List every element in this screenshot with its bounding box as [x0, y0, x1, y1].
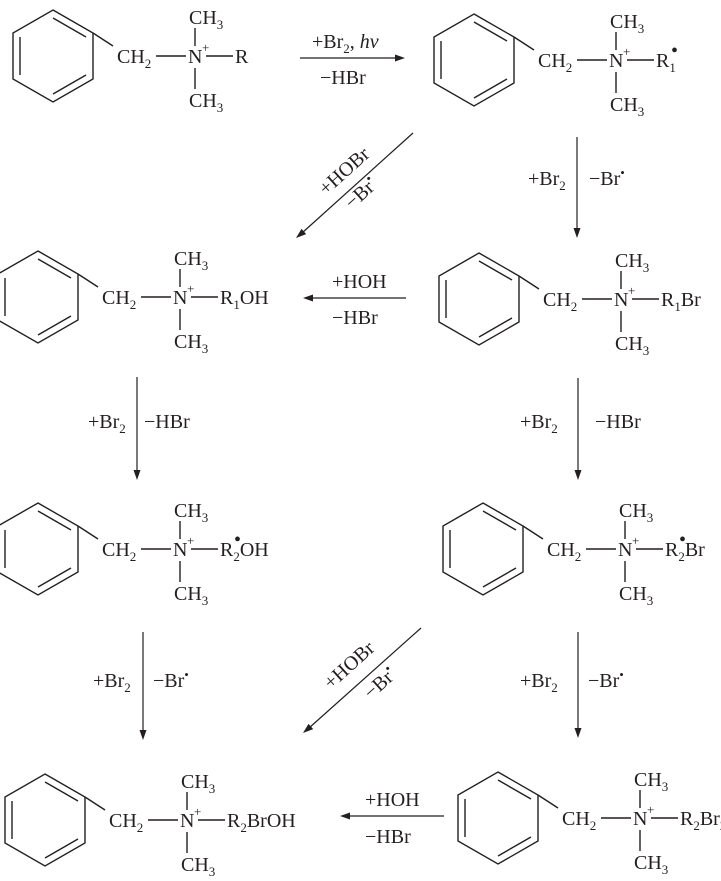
reagent-left: +Br2 [88, 411, 126, 436]
reaction-arrow-bromination-light: +Br2, hν −HBr [300, 31, 405, 89]
ch2-label: CH2 [547, 539, 581, 564]
byproduct-bottom: −Br• [358, 661, 401, 704]
positive-charge: + [647, 802, 654, 817]
methyl-bottom-label: CH3 [181, 854, 215, 879]
methyl-bottom-label: CH3 [610, 94, 644, 119]
r-group-label: R2Br2 [680, 808, 721, 833]
molecule-r2-bromohydrin: CH2 N + CH3 CH3 R2BrOH [5, 771, 296, 879]
nitrogen-label: N [173, 539, 187, 561]
byproduct-right: −HBr [144, 411, 190, 433]
methyl-top-label: CH3 [619, 500, 653, 525]
radical-dot: • [679, 529, 686, 551]
byproduct-right: −Br• [153, 667, 189, 692]
r-group-label: R2OH [220, 539, 269, 564]
reaction-arrow-hypobromous-addition-2: +HOBr −Br• [303, 627, 422, 733]
r-group-label: R1Br [661, 289, 701, 314]
ch2-label: CH2 [102, 287, 136, 312]
ch2-label: CH2 [543, 289, 577, 314]
molecule-r2-radical-bromide: CH2 N + CH3 CH3 R2Br • [443, 500, 705, 608]
methyl-bottom-label: CH3 [634, 852, 668, 877]
r-group-label: R1OH [220, 287, 269, 312]
molecule-r2-radical-hydroxyl: CH2 N + CH3 CH3 R2OH • [0, 500, 269, 608]
ch2-label: CH2 [102, 539, 136, 564]
molecule-benzyl-dimethylammonium-r: CH2 N + CH3 CH3 R [13, 7, 249, 115]
ch2-label: CH2 [117, 46, 151, 71]
r-group-label: R2BrOH [227, 810, 296, 835]
reaction-arrow-m5-to-m7: +Br2 −Br• [93, 632, 189, 740]
r-group-label: R1 [656, 50, 676, 75]
reagent-top: +HOH [365, 789, 420, 811]
reaction-arrow-m3-to-m5: +Br2 −HBr [88, 377, 190, 480]
positive-charge: + [632, 533, 639, 548]
reagent-left: +Br2 [520, 670, 558, 695]
byproduct-bottom: −HBr [365, 826, 411, 848]
methyl-bottom-label: CH3 [615, 333, 649, 358]
molecule-r1-radical: CH2 N + CH3 CH3 R1 • [434, 11, 678, 119]
nitrogen-label: N [609, 50, 623, 72]
ch2-label: CH2 [109, 810, 143, 835]
byproduct-right: −Br• [589, 165, 625, 190]
byproduct-bottom: −HBr [332, 307, 378, 329]
nitrogen-label: N [633, 808, 647, 830]
molecule-r1-bromide: CH2 N + CH3 CH3 R1Br [439, 250, 701, 358]
methyl-top-label: CH3 [610, 11, 644, 36]
r-group-label: R [235, 46, 249, 68]
positive-charge: + [194, 804, 201, 819]
reagent-left: +Br2 [93, 670, 131, 695]
methyl-bottom-label: CH3 [174, 331, 208, 356]
methyl-top-label: CH3 [189, 7, 223, 32]
r-group-label: R2Br [665, 539, 705, 564]
reagent-left: +Br2 [520, 411, 558, 436]
nitrogen-label: N [173, 287, 187, 309]
ch2-label: CH2 [538, 50, 572, 75]
byproduct-right: −HBr [595, 411, 641, 433]
molecule-r2-dibromide: CH2 N + CH3 CH3 R2Br2 [458, 769, 721, 877]
reaction-arrow-m6-to-m8: +Br2 −Br• [520, 632, 624, 738]
radical-dot: • [234, 529, 241, 551]
byproduct-bottom: −HBr [320, 67, 366, 89]
reagent-left: +Br2 [528, 168, 566, 193]
nitrogen-label: N [188, 46, 202, 68]
reaction-arrow-hypobromous-addition-1: +HOBr −Br• [296, 132, 414, 238]
reagent-top: +HOH [332, 271, 387, 293]
positive-charge: + [202, 40, 209, 55]
molecule-r1-hydroxyl: CH2 N + CH3 CH3 R1OH [0, 248, 269, 356]
ch2-label: CH2 [562, 808, 596, 833]
positive-charge: + [187, 281, 194, 296]
methyl-top-label: CH3 [174, 500, 208, 525]
positive-charge: + [628, 283, 635, 298]
byproduct-right: −Br• [588, 667, 624, 692]
positive-charge: + [623, 44, 630, 59]
methyl-bottom-label: CH3 [174, 583, 208, 608]
reaction-arrow-m4-to-m6: +Br2 −HBr [520, 378, 641, 480]
reaction-arrow-hydrolysis-1: +HOH −HBr [303, 271, 406, 329]
nitrogen-label: N [180, 810, 194, 832]
methyl-top-label: CH3 [634, 769, 668, 794]
methyl-bottom-label: CH3 [189, 90, 223, 115]
methyl-top-label: CH3 [615, 250, 649, 275]
reagent-top: +Br2, hν [312, 31, 379, 56]
nitrogen-label: N [614, 289, 628, 311]
radical-dot: • [671, 40, 678, 62]
methyl-top-label: CH3 [174, 248, 208, 273]
positive-charge: + [187, 533, 194, 548]
reaction-arrow-hydrolysis-2: +HOH −HBr [340, 789, 444, 848]
methyl-top-label: CH3 [181, 771, 215, 796]
nitrogen-label: N [618, 539, 632, 561]
methyl-bottom-label: CH3 [619, 583, 653, 608]
reaction-arrow-m2-to-m4: +Br2 −Br• [528, 137, 625, 238]
